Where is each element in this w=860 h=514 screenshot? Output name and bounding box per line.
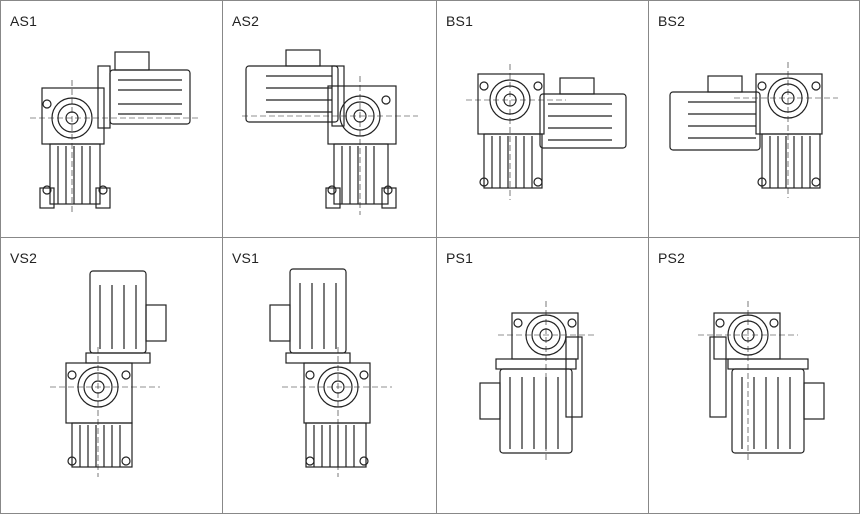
cell-label: VS1: [232, 250, 260, 266]
gearbox-drawing-vs1: [269, 268, 392, 477]
cell-bs1: BS1: [436, 0, 648, 237]
cell-label: AS2: [232, 13, 260, 29]
cell-label: AS1: [10, 13, 38, 29]
gearbox-drawing-as2: [242, 49, 418, 215]
gearbox-drawing-vs2: [50, 270, 167, 477]
cell-label: VS2: [10, 250, 38, 266]
gearbox-drawing-ps1: [479, 301, 596, 463]
cell-label: BS1: [446, 13, 474, 29]
gearbox-drawing-bs2: [669, 62, 838, 198]
cell-label: PS1: [446, 250, 474, 266]
cell-vs1: VS1: [222, 237, 436, 514]
cell-bs2: BS2: [648, 0, 860, 237]
gearbox-drawing-as1: [30, 51, 200, 215]
cell-label: BS2: [658, 13, 686, 29]
cell-as1: AS1: [0, 0, 222, 237]
cell-as2: AS2: [222, 0, 436, 237]
cell-ps2: PS2: [648, 237, 860, 514]
cell-vs2: VS2: [0, 237, 222, 514]
gearbox-drawing-ps2: [698, 301, 825, 463]
cell-label: PS2: [658, 250, 686, 266]
gearbox-drawing-bs1: [466, 64, 627, 200]
cell-ps1: PS1: [436, 237, 648, 514]
